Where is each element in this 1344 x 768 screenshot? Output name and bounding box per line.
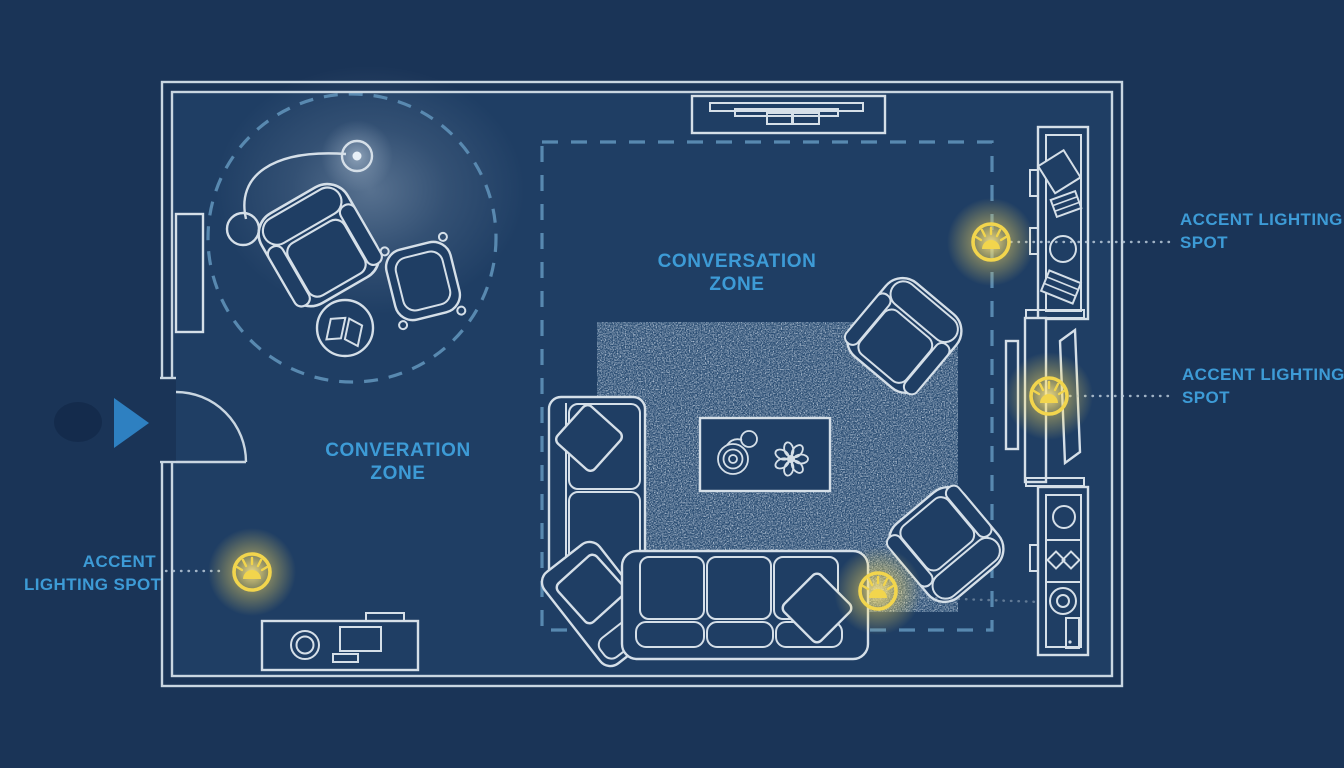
lamp-glow-icon: [945, 196, 1037, 288]
accent-lighting-spot-right-mid[interactable]: [1003, 350, 1095, 442]
sectional-sofa-left: [547, 395, 647, 583]
wall-shelf: [174, 212, 205, 334]
console-desk: [260, 612, 420, 672]
shadow-smudge: [54, 402, 102, 442]
throw-pillow: [555, 553, 627, 625]
label-line: ACCENT LIGHTING: [1180, 210, 1343, 229]
conversation-zone-label: CONVERSATION ZONE: [658, 250, 817, 296]
label-line: ZONE: [370, 463, 426, 484]
reading-nook-glow: [215, 65, 525, 315]
accent-lighting-spot-left[interactable]: [206, 526, 298, 618]
accent-lighting-label-right-top: ACCENT LIGHTING SPOT: [1180, 208, 1343, 254]
lamp-glow-icon: [1003, 350, 1095, 442]
entry-arrow-icon: [114, 398, 149, 448]
label-line: ZONE: [709, 274, 765, 295]
tv-console: [690, 94, 887, 135]
flower-icon: [774, 441, 809, 477]
accent-lighting-spot-right-top[interactable]: [945, 196, 1037, 288]
potted-plant-icon: [717, 430, 758, 475]
label-line: CONVERSATION: [657, 251, 817, 272]
label-line: ACCENT: [82, 552, 156, 571]
sectional-sofa-bottom: [620, 549, 870, 661]
ottoman: [379, 231, 467, 331]
arc-floor-lamp: [225, 139, 374, 247]
accent-lighting-spot-sofa[interactable]: [832, 545, 924, 637]
label-line: CONVERATION: [325, 440, 471, 461]
coffee-table: [698, 416, 832, 493]
open-book-icon: [325, 316, 364, 348]
door-opening: [158, 378, 176, 462]
label-line: SPOT: [1182, 388, 1230, 407]
accent-lighting-label-left: ACCENT LIGHTING SPOT: [24, 550, 162, 596]
label-line: LIGHTING SPOT: [24, 575, 162, 594]
door-swing: [160, 376, 248, 464]
conversation-zone-label-left: CONVERATION ZONE: [325, 439, 471, 485]
accent-lighting-label-right-mid: ACCENT LIGHTING SPOT: [1182, 363, 1344, 409]
reading-zone-boundary: [206, 92, 498, 384]
label-line: SPOT: [1180, 233, 1228, 252]
label-line: ACCENT LIGHTING: [1182, 365, 1344, 384]
lamp-glow-icon: [832, 545, 924, 637]
throw-pillow: [554, 403, 624, 473]
leader-sofa: [904, 595, 1042, 604]
shelf-unit-top: [1029, 125, 1090, 321]
lamp-glow-icon: [206, 526, 298, 618]
side-table: [315, 298, 375, 358]
shelf-unit-bottom: [1029, 485, 1090, 657]
